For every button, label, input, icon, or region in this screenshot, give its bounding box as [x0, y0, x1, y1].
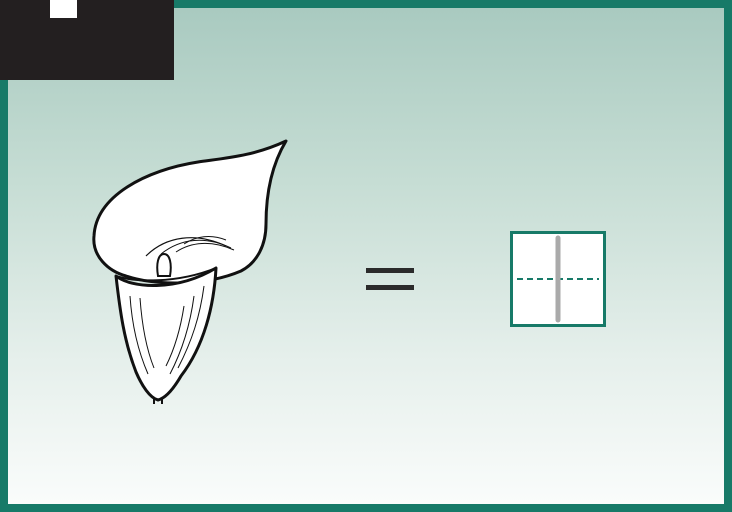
- lily-cone: [116, 268, 216, 400]
- equals-sign: [366, 268, 414, 290]
- calla-lily-icon: [86, 136, 296, 404]
- fold-lines: [513, 234, 603, 324]
- corner-notch: [50, 0, 77, 18]
- lily-spathe: [94, 141, 286, 283]
- corner-tab: [0, 0, 174, 80]
- folded-square-icon: [510, 231, 606, 327]
- equals-bar-top: [366, 268, 414, 273]
- equals-bar-bottom: [366, 285, 414, 290]
- lily-spadix: [157, 254, 171, 276]
